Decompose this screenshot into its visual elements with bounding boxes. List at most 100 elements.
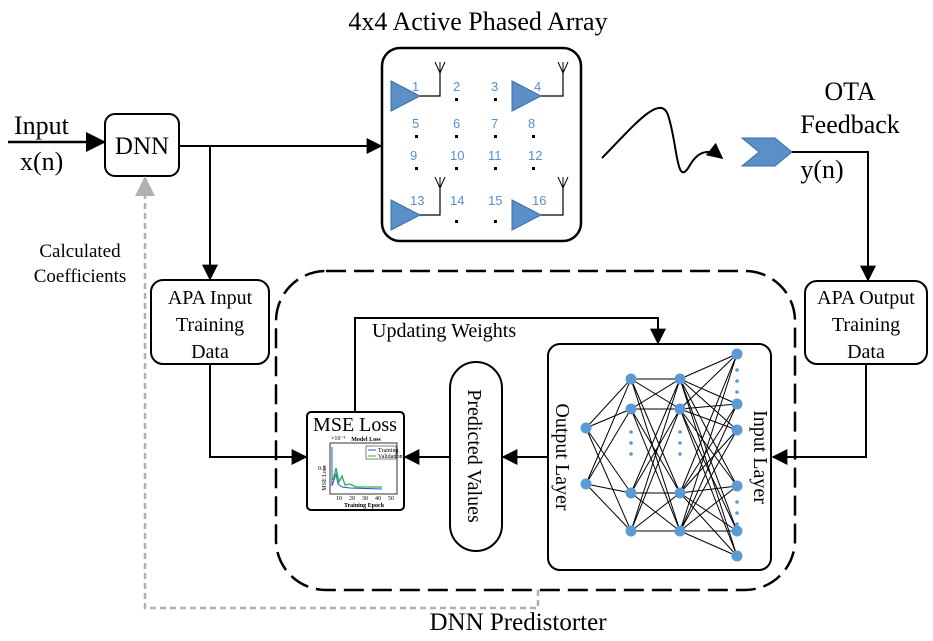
mini-plot-validation-curve — [332, 467, 382, 488]
element-number-2: 2 — [453, 79, 460, 94]
output-signal-label: y(n) — [800, 155, 843, 184]
ota-wave — [601, 107, 724, 174]
amplifier-element-16 — [511, 176, 569, 231]
edge-b-3-2 — [630, 492, 681, 532]
array-dots — [415, 98, 535, 223]
mini-plot-ylabel: MSE Loss — [322, 465, 328, 491]
node-input-3 — [731, 480, 743, 492]
edge-c-0-4 — [679, 378, 738, 532]
ellipsis-dot-11 — [735, 522, 739, 526]
ellipsis-dot-0 — [629, 430, 633, 434]
edge-b-3-0 — [630, 378, 681, 532]
mini-plot-xtick-50: 50 — [388, 496, 394, 502]
element-number-15: 15 — [488, 193, 502, 208]
apa-input-line2: Training — [176, 314, 244, 336]
ellipsis-dot-7 — [735, 379, 739, 383]
mini-plot-xtick-40: 40 — [375, 496, 381, 502]
edge-c-0-2 — [679, 378, 738, 431]
phased-array-block: 1 2 3 4 5 6 7 8 9 10 11 12 13 14 15 16 — [380, 46, 583, 243]
node-hidden1-1 — [625, 403, 637, 415]
edge-c-3-2 — [679, 429, 738, 532]
mini-plot-legend-training: Training — [378, 448, 398, 454]
feedback-label: Feedback — [800, 110, 900, 139]
element-number-12: 12 — [528, 148, 542, 163]
edge-c-1-3 — [679, 408, 738, 487]
mini-plot-title: Model Loss — [351, 437, 381, 443]
edge-c-3-1 — [679, 403, 738, 532]
element-number-5: 5 — [412, 116, 419, 131]
edge-c-2-4 — [679, 492, 738, 532]
edge-c-0-1 — [679, 378, 738, 405]
coefficients-label: Coefficients — [34, 266, 127, 287]
node-hidden2-1 — [674, 403, 686, 415]
apa-output-to-network-arrow — [771, 364, 867, 465]
edge-b-1-0 — [630, 378, 681, 410]
ellipsis-dot-9 — [735, 500, 739, 504]
apa-input-line3: Data — [191, 341, 229, 363]
mini-plot-xlabel: Training Epoch — [344, 503, 385, 509]
apa-output-line3: Data — [847, 341, 885, 363]
input-signal-label: x(n) — [20, 147, 63, 176]
edge-c-1-2 — [679, 408, 738, 431]
edge-a-0-1 — [585, 408, 632, 429]
apa-input-to-mse-arrow — [209, 364, 308, 465]
apa-input-line1: APA Input — [168, 287, 253, 309]
element-number-14: 14 — [450, 193, 464, 208]
node-input-1 — [731, 398, 743, 410]
ellipsis-dot-8 — [735, 390, 739, 394]
edge-c-3-5 — [679, 530, 738, 557]
mini-plot-legend-validation: Validation — [378, 454, 403, 460]
amplifier-element-1 — [390, 61, 446, 112]
network-nodes — [580, 348, 743, 562]
ellipsis-dot-4 — [678, 441, 682, 445]
node-hidden2-2 — [674, 487, 686, 499]
edge-c-2-3 — [679, 485, 738, 494]
mini-plot-xtick-20: 20 — [349, 496, 355, 502]
updating-weights-label: Updating Weights — [372, 320, 516, 342]
edge-c-0-0 — [679, 353, 738, 380]
element-number-13: 13 — [410, 193, 424, 208]
node-input-5 — [731, 550, 743, 562]
element-number-3: 3 — [491, 79, 498, 94]
input-layer-label: Input Layer — [749, 410, 771, 504]
network-edges — [585, 353, 738, 557]
mini-plot-xtick-30: 30 — [362, 496, 368, 502]
edge-a-0-2 — [585, 427, 632, 494]
element-number-10: 10 — [450, 148, 464, 163]
coefficient-feedback-path — [135, 176, 540, 610]
element-number-6: 6 — [453, 116, 460, 131]
ota-label: OTA — [824, 77, 876, 106]
apa-output-line2: Training — [832, 314, 900, 336]
edge-c-0-3 — [679, 378, 738, 487]
edge-b-2-1 — [630, 408, 681, 494]
updating-weights-arrow — [354, 317, 666, 412]
receiver-icon — [740, 137, 793, 167]
edge-a-1-3 — [585, 483, 632, 532]
node-input-4 — [731, 525, 743, 537]
edge-c-2-5 — [679, 492, 738, 557]
mini-plot-scale: ×10⁻³ — [331, 436, 346, 442]
mini-plot-xtick-10: 10 — [336, 496, 342, 502]
amplifier-element-4 — [511, 61, 569, 112]
edge-c-3-3 — [679, 485, 738, 532]
ellipsis-dot-1 — [629, 441, 633, 445]
predistorter-label: DNN Predistorter — [429, 609, 607, 636]
ellipsis-dot-3 — [678, 430, 682, 434]
ellipsis-dot-5 — [678, 452, 682, 456]
mse-loss-label: MSE Loss — [313, 414, 397, 436]
ellipsis-dot-6 — [735, 368, 739, 372]
mini-plot-ytick: 0.5 — [318, 466, 326, 472]
mini-loss-plot: Model Loss ×10⁻³ 0.5 MSE Loss Training E… — [318, 436, 403, 509]
element-number-1: 1 — [412, 79, 419, 94]
edge-b-3-1 — [630, 408, 681, 532]
edge-c-2-1 — [679, 403, 738, 494]
node-hidden1-0 — [625, 373, 637, 385]
edge-a-0-0 — [585, 378, 632, 429]
ellipsis-dot-2 — [629, 452, 633, 456]
edge-c-2-2 — [679, 429, 738, 494]
input-label: Input — [14, 111, 70, 140]
apa-output-line1: APA Output — [817, 287, 915, 309]
node-hidden2-0 — [674, 373, 686, 385]
element-number-4: 4 — [534, 79, 541, 94]
